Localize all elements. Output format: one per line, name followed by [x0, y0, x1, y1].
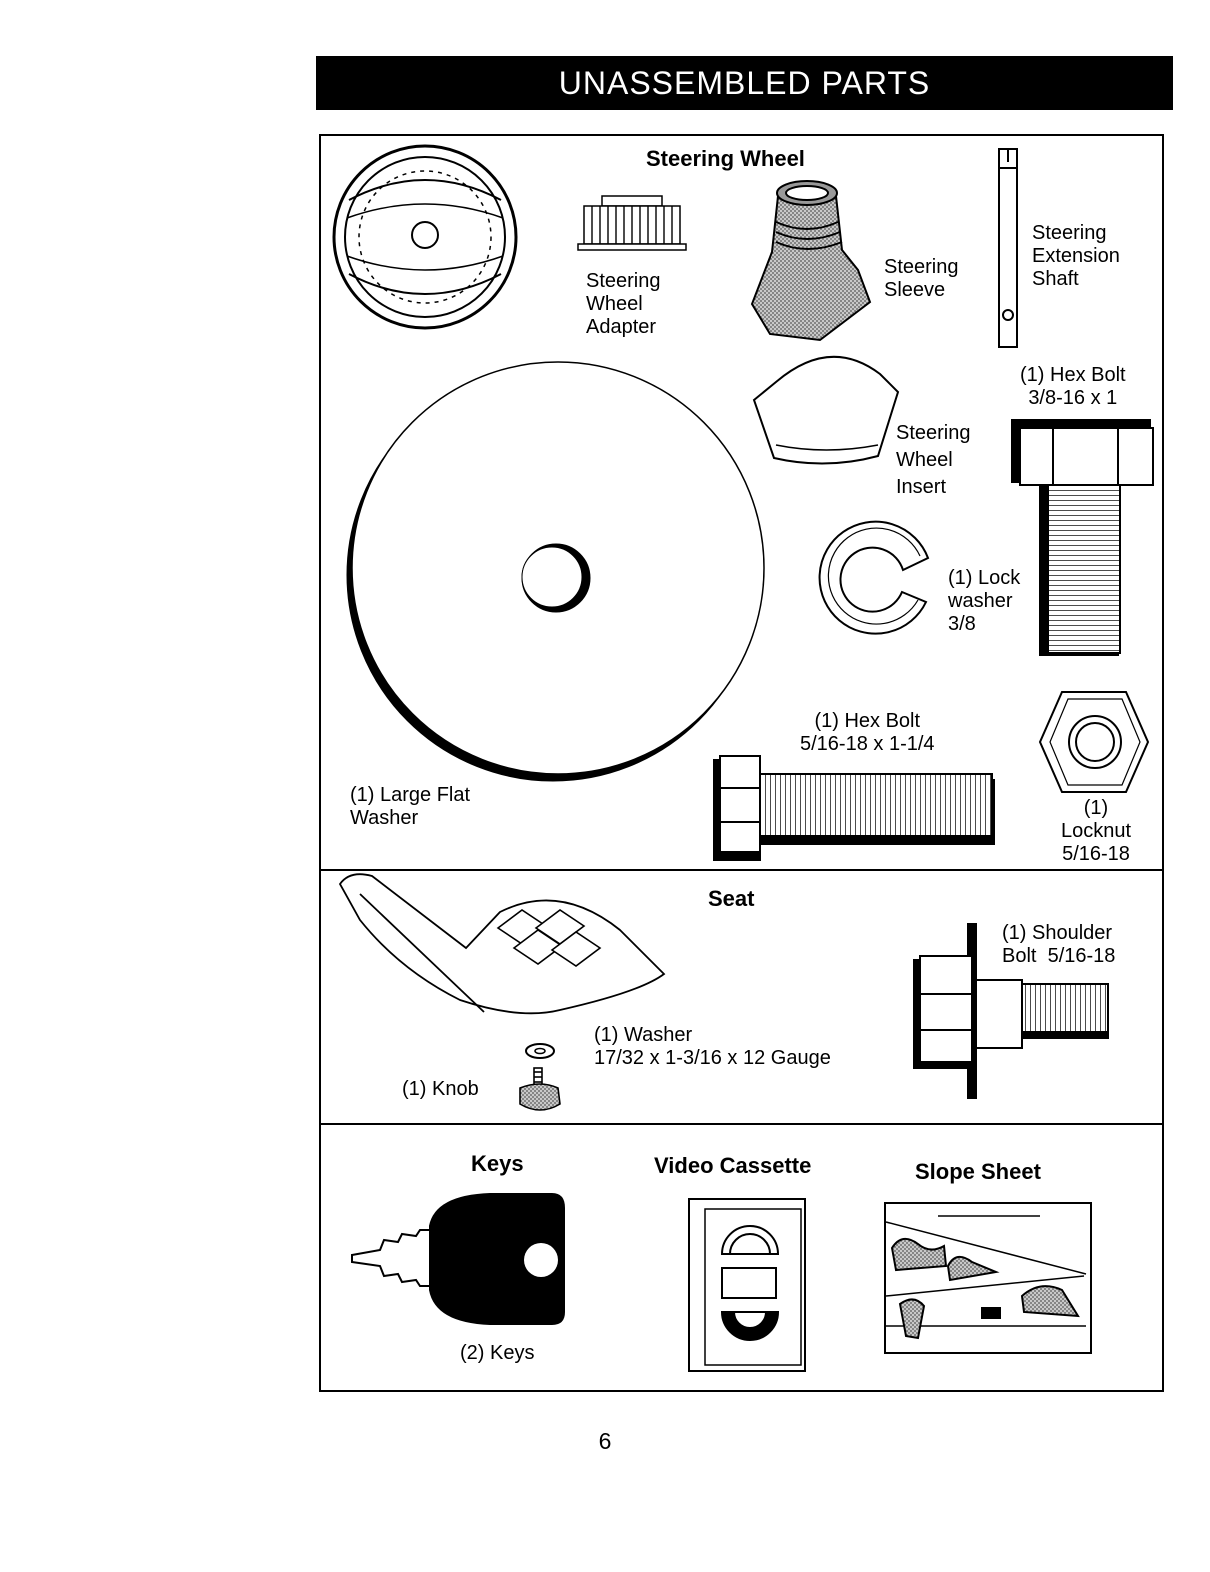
lock-washer-icon — [818, 520, 930, 635]
label-steering-wheel-insert: Steering Wheel Insert — [896, 422, 971, 498]
heading-slope-sheet: Slope Sheet — [915, 1159, 1041, 1184]
label-keys: (2) Keys — [460, 1342, 535, 1364]
heading-steering-wheel: Steering Wheel — [646, 146, 805, 171]
hex-bolt-small-icon — [713, 755, 995, 861]
shoulder-bolt-icon — [913, 923, 1109, 1099]
label-hex-bolt-large: (1) Hex Bolt 3/8-16 x 1 — [1020, 364, 1126, 409]
large-flat-washer-icon — [346, 361, 765, 782]
label-hex-bolt-small: (1) Hex Bolt 5/16-18 x 1-1/4 — [800, 710, 935, 755]
heading-keys: Keys — [471, 1151, 524, 1176]
label-lock-washer: (1) Lock washer 3/8 — [948, 567, 1021, 635]
key-icon — [351, 1193, 565, 1325]
steering-sleeve-icon — [750, 180, 872, 342]
label-large-flat-washer: (1) Large Flat Washer — [350, 784, 471, 829]
hex-bolt-large-icon — [1011, 419, 1154, 656]
seat-icon — [338, 873, 666, 1015]
page-number: 6 — [598, 1428, 612, 1454]
label-steering-wheel-adapter: Steering Wheel Adapter — [586, 270, 661, 338]
washer-icon — [525, 1043, 555, 1059]
section-divider-seat — [321, 869, 1162, 871]
steering-wheel-adapter-icon — [577, 195, 687, 251]
label-locknut: (1) Locknut 5/16-18 — [1060, 797, 1132, 865]
parts-frame — [319, 134, 1164, 1392]
steering-wheel-insert-icon — [752, 355, 900, 465]
locknut-icon — [1038, 691, 1150, 793]
heading-video-cassette: Video Cassette — [654, 1153, 812, 1178]
label-knob: (1) Knob — [402, 1078, 479, 1100]
section-divider-misc — [321, 1123, 1162, 1125]
steering-extension-shaft-icon — [998, 148, 1018, 348]
slope-sheet-icon — [884, 1202, 1092, 1354]
label-shoulder-bolt: (1) Shoulder Bolt 5/16-18 — [1002, 922, 1116, 967]
steering-wheel-icon — [332, 144, 518, 330]
label-washer: (1) Washer 17/32 x 1-3/16 x 12 Gauge — [594, 1024, 831, 1069]
label-steering-sleeve: Steering Sleeve — [884, 256, 959, 301]
heading-seat: Seat — [708, 886, 755, 911]
page-title-banner: UNASSEMBLED PARTS — [316, 56, 1173, 110]
knob-icon — [519, 1067, 561, 1111]
label-steering-extension-shaft: Steering Extension Shaft — [1032, 222, 1120, 290]
video-cassette-icon — [688, 1198, 806, 1372]
